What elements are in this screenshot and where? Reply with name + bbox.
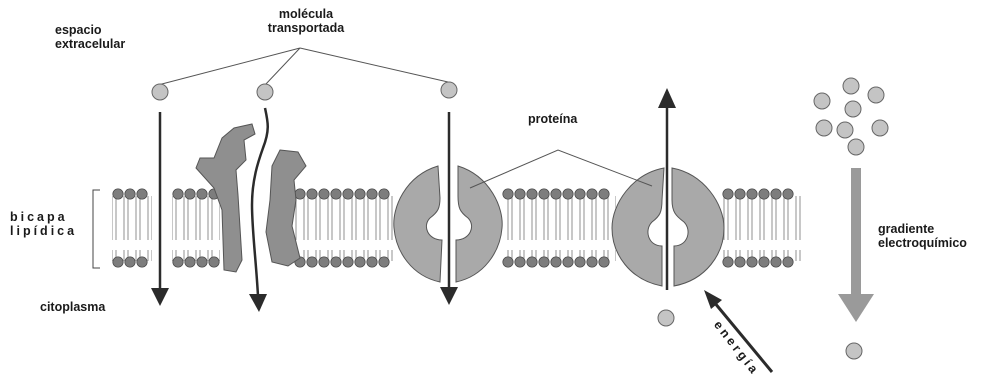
lipid-head <box>319 257 329 267</box>
lipid-head <box>759 257 769 267</box>
lipid-head <box>173 189 183 199</box>
lipid-tails-segment-5 <box>722 196 802 261</box>
lipid-head <box>771 189 781 199</box>
lipid-head <box>747 189 757 199</box>
lipid-head <box>379 257 389 267</box>
lipid-head <box>295 189 305 199</box>
gradient-label-line2: electroquímico <box>878 236 967 250</box>
lipid-head <box>747 257 757 267</box>
lipid-head <box>735 257 745 267</box>
lipid-head <box>173 257 183 267</box>
lipid-head <box>515 189 525 199</box>
lipid-head <box>539 257 549 267</box>
lipid-head <box>527 189 537 199</box>
lipid-head <box>113 257 123 267</box>
diffusion-arrow-1 <box>151 112 169 306</box>
lipid-head <box>137 189 147 199</box>
transported-molecule-2 <box>257 84 273 100</box>
lipid-tails-segment-3 <box>294 196 396 261</box>
gradient-arrow <box>838 168 874 322</box>
lipid-head <box>539 189 549 199</box>
lipid-head <box>587 257 597 267</box>
lipid-head <box>379 189 389 199</box>
lipid-head <box>185 189 195 199</box>
bilayer-label-line2: lipídica <box>10 224 77 238</box>
molecule-label-line2: transportada <box>258 21 354 35</box>
extracellular-label: espacio extracelular <box>55 23 125 51</box>
lipid-head <box>587 189 597 199</box>
lipid-head <box>551 257 561 267</box>
molecule-label: molécula transportada <box>258 7 354 35</box>
transported-molecule-3 <box>441 82 457 98</box>
lipid-head <box>209 257 219 267</box>
gradient-label-line1: gradiente <box>878 222 967 236</box>
lipid-tails-segment-4 <box>502 196 616 261</box>
lipid-head <box>197 257 207 267</box>
lipid-head <box>503 257 513 267</box>
lipid-head <box>367 257 377 267</box>
lipid-head <box>355 189 365 199</box>
bilayer-label: bicapa lipídica <box>10 210 77 238</box>
gradient-molecule-bottom <box>846 343 862 359</box>
lipid-head <box>551 189 561 199</box>
lipid-head <box>575 257 585 267</box>
carrier-arrow <box>440 112 458 305</box>
lipid-head <box>783 189 793 199</box>
extracellular-label-line1: espacio <box>55 23 125 37</box>
lipid-head <box>735 189 745 199</box>
lipid-head <box>503 189 513 199</box>
lipid-head <box>125 257 135 267</box>
lipid-head <box>343 189 353 199</box>
gradient-label: gradiente electroquímico <box>878 222 967 250</box>
lipid-head <box>599 189 609 199</box>
bilayer-bracket <box>93 190 100 268</box>
protein-label-connector <box>470 150 652 188</box>
gradient-molecule-cluster <box>814 78 888 155</box>
lipid-head <box>307 257 317 267</box>
molecule-label-line1: molécula <box>258 7 354 21</box>
lipid-head <box>331 257 341 267</box>
lipid-head <box>563 189 573 199</box>
lipid-head <box>515 257 525 267</box>
protein-label: proteína <box>528 112 577 126</box>
bilayer-label-line1: bicapa <box>10 210 77 224</box>
cytoplasm-label: citoplasma <box>40 300 105 314</box>
lipid-head <box>367 189 377 199</box>
lipid-head <box>355 257 365 267</box>
lipid-tails-segment-1 <box>112 196 152 261</box>
lipid-head <box>307 189 317 199</box>
molecule-label-connector <box>158 48 448 85</box>
lipid-head <box>125 189 135 199</box>
lipid-head <box>723 257 733 267</box>
lipid-head <box>319 189 329 199</box>
lipid-head <box>783 257 793 267</box>
lipid-head <box>527 257 537 267</box>
carrier-protein-right-half <box>456 166 502 282</box>
lipid-head <box>771 257 781 267</box>
cytoplasm-label-text: citoplasma <box>40 300 105 314</box>
carrier-protein-left-half <box>394 166 442 282</box>
lipid-head <box>723 189 733 199</box>
pump-protein-left-half <box>612 168 664 286</box>
extracellular-label-line2: extracelular <box>55 37 125 51</box>
channel-path-arrow <box>249 108 268 312</box>
transported-molecule-1 <box>152 84 168 100</box>
lipid-tails-segment-2 <box>172 196 220 261</box>
lipid-head <box>185 257 195 267</box>
lipid-head <box>343 257 353 267</box>
lipid-head <box>599 257 609 267</box>
lipid-head <box>113 189 123 199</box>
lipid-head <box>563 257 573 267</box>
protein-label-text: proteína <box>528 112 577 126</box>
lipid-head <box>197 189 207 199</box>
lipid-head <box>331 189 341 199</box>
lipid-head <box>759 189 769 199</box>
lipid-head <box>137 257 147 267</box>
pump-protein-right-half <box>672 168 724 286</box>
transported-molecule-4 <box>658 310 674 326</box>
lipid-head <box>575 189 585 199</box>
